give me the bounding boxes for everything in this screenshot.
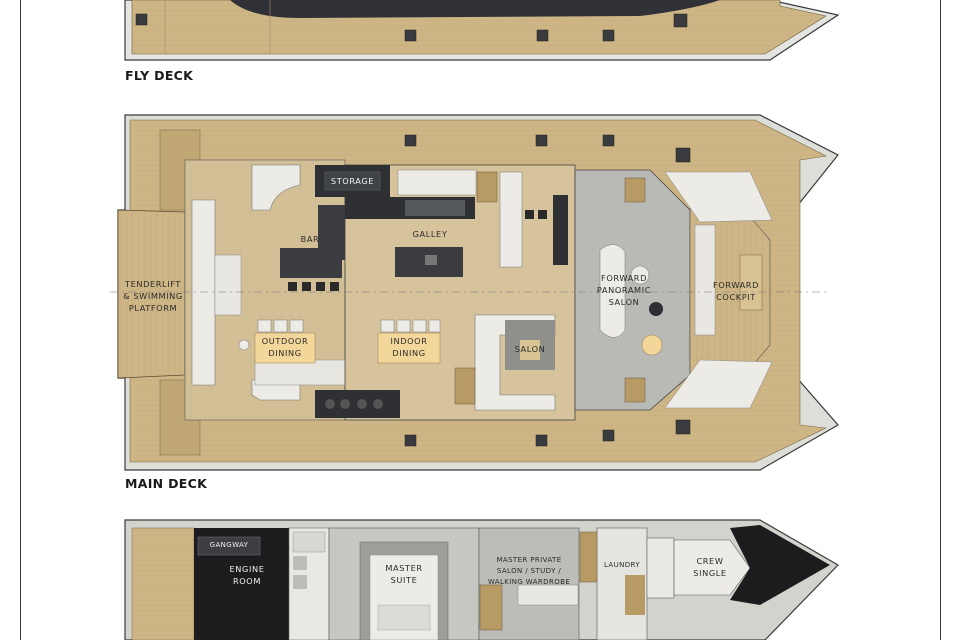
cooktop-burners [325, 399, 383, 409]
room-label-outdoor-dining: OUTDOOR DINING [261, 336, 309, 358]
forward-cockpit-sofa-top [664, 171, 773, 223]
laundry-cabinet [625, 575, 645, 615]
salon-coffee-table [520, 340, 540, 360]
bathroom-sink-1 [293, 556, 307, 570]
forward-salon-lounge [599, 244, 626, 338]
room-label-engine-room: ENGINE ROOM [229, 564, 265, 586]
room-label-indoor-dining: INDOOR DINING [390, 336, 428, 358]
bar-stools [288, 282, 339, 291]
forward-cockpit-table [739, 254, 763, 311]
room-label-gangway: GANGWAY [209, 541, 249, 549]
outdoor-dining-chairs [238, 319, 304, 351]
main-deck-plan [110, 114, 839, 471]
fly-deck-roof [230, 0, 720, 18]
room-label-forward-salon: FORWARD PANORAMIC SALON [596, 273, 652, 307]
helm-station [499, 171, 523, 268]
master-bed-pillows [377, 604, 431, 631]
aft-lounge-sofa [191, 199, 216, 386]
forward-salon-side-table [649, 302, 663, 316]
forward-cockpit-sofa-bottom [664, 359, 773, 409]
fly-deck-plan [124, 0, 840, 61]
fly-deck-hatches [135, 13, 688, 42]
gangway-box [197, 536, 261, 556]
lower-aft-steps [131, 527, 195, 640]
galley-island-sink [425, 255, 437, 265]
bar-back-counter [318, 205, 345, 260]
room-label-master-private: MASTER PRIVATE SALON / STUDY / WALKING W… [487, 556, 571, 586]
indoor-dining-chairs [380, 319, 441, 333]
crew-single-cabin [673, 539, 751, 596]
bathroom-shower [292, 531, 326, 553]
room-label-bar: BAR [300, 234, 320, 244]
crew-bathroom [646, 537, 675, 599]
galley-sink-top [405, 200, 465, 216]
wardrobe [517, 584, 579, 606]
private-salon-desk [479, 584, 503, 631]
lower-deck-plan [124, 519, 839, 640]
top-sofa-indoor [397, 169, 477, 196]
aft-curved-sofa-top [251, 164, 301, 211]
forward-cockpit-bench [694, 224, 716, 336]
laundry-stair [579, 531, 598, 583]
right-frame-line [940, 0, 941, 640]
main-deck-title: MAIN DECK [125, 476, 208, 491]
room-label-crew-single: CREW SINGLE [693, 556, 727, 578]
left-frame-line [20, 0, 21, 640]
room-label-salon: SALON [514, 344, 546, 354]
forward-stair-top [624, 177, 646, 203]
bow-dark [730, 525, 830, 605]
room-label-galley: GALLEY [412, 229, 448, 239]
room-label-laundry: LAUNDRY [603, 561, 641, 569]
main-deck-hatches [404, 134, 691, 447]
aft-stair-top [476, 171, 498, 203]
bathroom-sink-2 [293, 575, 307, 589]
forward-salon-chair-1 [630, 265, 650, 285]
storage-label-box [324, 171, 381, 191]
forward-salon-pouf [641, 334, 663, 356]
room-label-master-suite: MASTER SUITE [385, 563, 423, 585]
forward-stair-bottom [624, 377, 646, 403]
aft-lounge-cushions [214, 254, 242, 316]
helm-seats [525, 210, 547, 219]
indoor-dining-table [377, 332, 441, 364]
helm-console [553, 195, 568, 265]
outdoor-dining-table [254, 332, 316, 364]
room-label-storage: STORAGE [330, 176, 375, 186]
room-label-forward-cockpit: FORWARD COCKPIT [713, 280, 759, 302]
fly-deck-title: FLY DECK [125, 68, 194, 83]
room-label-tenderlift: TENDERLIFT & SWIMMING PLATFORM [123, 279, 183, 313]
aft-stair-bottom [454, 367, 476, 405]
